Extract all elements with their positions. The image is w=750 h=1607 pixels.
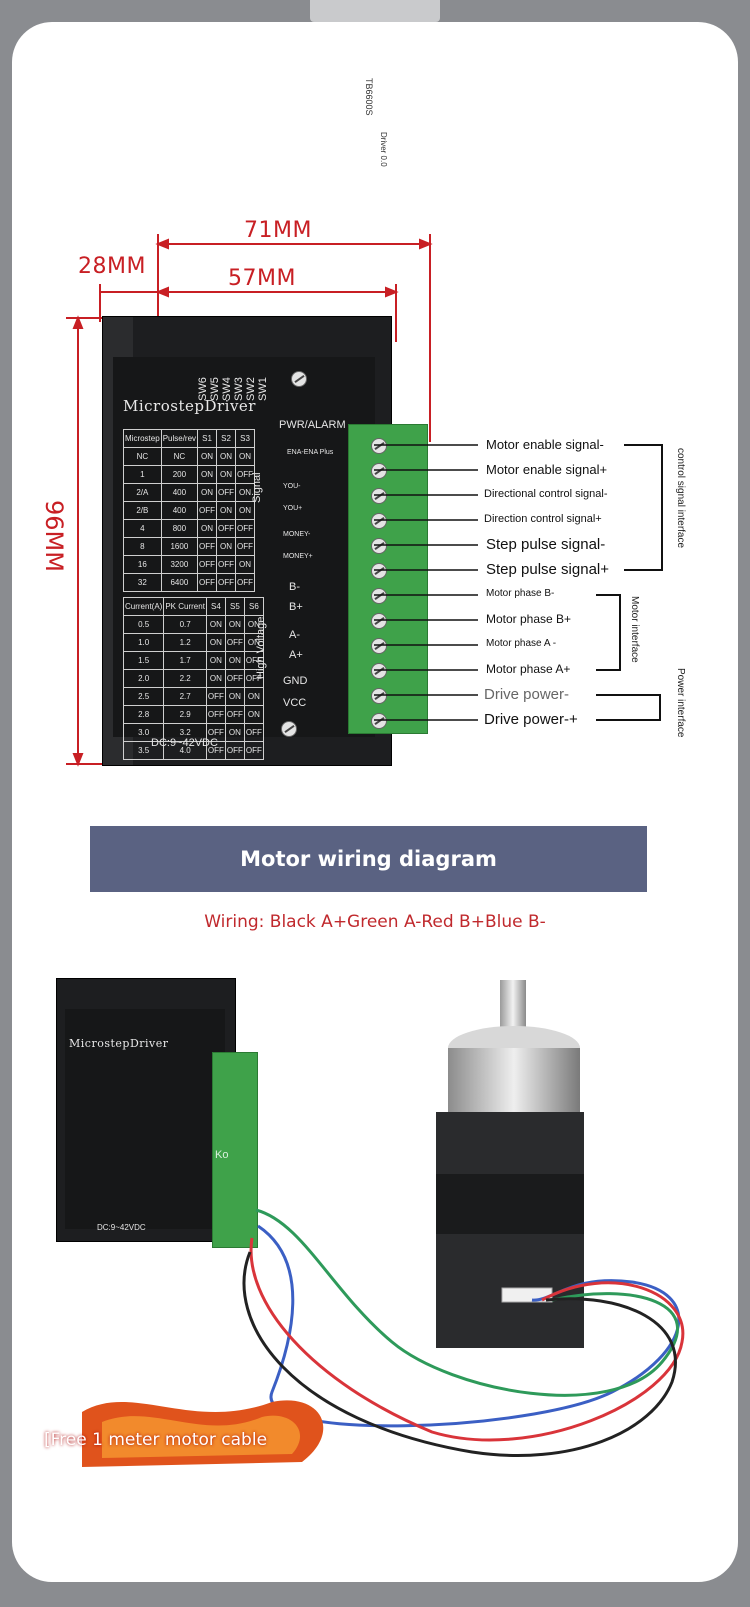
- table-cell: OFF: [243, 651, 264, 670]
- pin-label-6: Step pulse signal+: [486, 561, 610, 578]
- dim-depth: 28MM: [78, 254, 146, 279]
- pin-label-1: Motor enable signal-: [486, 437, 604, 452]
- table-cell: ON: [235, 483, 256, 502]
- table-cell: 32: [123, 573, 162, 592]
- silk-you-minus: YOU-: [283, 483, 301, 490]
- top-mount-screw: [291, 371, 307, 387]
- silk-a-minus: A-: [289, 629, 300, 641]
- silk-money-minus: MONEY-: [283, 531, 311, 538]
- pin-label-4: Direction control signal+: [484, 513, 602, 525]
- table-cell: 6400: [160, 573, 199, 592]
- pin-label-10: Motor phase A+: [486, 662, 571, 676]
- terminal-block: [348, 424, 428, 734]
- table-cell: OFF: [235, 519, 256, 538]
- gearbox-body: [448, 1048, 580, 1118]
- terminal-screw: [371, 463, 387, 479]
- voltage-label: DC:9~42VDC: [151, 737, 218, 749]
- group-control-label: control signal interface: [675, 448, 686, 549]
- bottom-mount-screw: [281, 721, 297, 737]
- silk-b-plus: B+: [289, 601, 303, 613]
- small-driver-ko: Ko: [215, 1149, 229, 1161]
- terminal-screw: [371, 488, 387, 504]
- silk-a-plus: A+: [289, 649, 303, 661]
- table-cell: ON: [243, 687, 264, 706]
- small-driver-body: MicrostepDriver DC:9~42VDC: [56, 978, 236, 1242]
- table-cell: OFF: [235, 573, 256, 592]
- terminal-screw: [371, 538, 387, 554]
- silk-you-plus: YOU+: [283, 505, 303, 512]
- pin-label-5: Step pulse signal-: [486, 536, 606, 553]
- pin-label-11: Drive power-: [484, 686, 570, 703]
- group-motor-label: Motor interface: [629, 596, 640, 663]
- section-banner: Motor wiring diagram: [90, 826, 647, 892]
- ena-label: ENA-ENA Plus: [287, 449, 334, 456]
- silk-money-plus: MONEY+: [283, 553, 313, 560]
- product-card: TB6600S Driver 0.0 71MM 28MM 57MM 96MM: [12, 22, 738, 1582]
- driver-brand: MicrostepDriver: [123, 397, 256, 415]
- dim-width-body: 57MM: [228, 266, 296, 291]
- table-cell: OFF: [216, 573, 237, 592]
- motor-middle: [436, 1174, 584, 1234]
- table-cell: OFF: [243, 741, 264, 760]
- pin-label-9: Motor phase A -: [486, 638, 557, 649]
- terminal-screw: [371, 588, 387, 604]
- promo-label: [Free 1 meter motor cable: [44, 1430, 268, 1450]
- terminal-screw: [371, 713, 387, 729]
- table-cell: 3.5: [122, 741, 165, 760]
- silk-gnd: GND: [283, 675, 308, 687]
- pin-label-12: Drive power-+: [484, 711, 578, 728]
- terminal-screw: [371, 513, 387, 529]
- table-cell: OFF: [235, 465, 256, 484]
- driver-body: MicrostepDriver SW6 SW5 SW4 SW3 SW2 SW1 …: [102, 316, 392, 766]
- small-driver-voltage: DC:9~42VDC: [97, 1223, 146, 1232]
- pin-label-8: Motor phase B+: [486, 612, 572, 626]
- dim-width-overall: 71MM: [244, 218, 312, 243]
- pin-leader-lines: [374, 444, 663, 721]
- pin-label-7: Motor phase B-: [486, 588, 555, 599]
- wiring-note: Wiring: Black A+Green A-Red B+Blue B-: [204, 912, 546, 932]
- pin-label-2: Motor enable signal+: [486, 462, 608, 477]
- terminal-screw: [371, 613, 387, 629]
- pin-label-3: Directional control signal-: [484, 488, 608, 500]
- pwr-alarm-label: PWR/ALARM: [279, 419, 346, 431]
- silk-b-minus: B-: [289, 581, 300, 593]
- terminal-screw: [371, 563, 387, 579]
- terminal-screw: [371, 638, 387, 654]
- terminal-screw: [371, 438, 387, 454]
- silk-vcc: VCC: [283, 697, 307, 709]
- terminal-screw: [371, 688, 387, 704]
- top-bar: [310, 0, 440, 22]
- terminal-screw: [371, 663, 387, 679]
- small-driver-brand: MicrostepDriver: [69, 1037, 169, 1050]
- table-cell: ON: [243, 615, 264, 634]
- small-terminal-block: Ko: [212, 1052, 258, 1248]
- promo-flame-inner: [102, 1415, 301, 1458]
- motor-photo: [82, 980, 685, 1467]
- dimension-lines: [66, 234, 433, 767]
- group-power-label: Power interface: [675, 668, 686, 738]
- small-driver-face: [65, 1009, 225, 1229]
